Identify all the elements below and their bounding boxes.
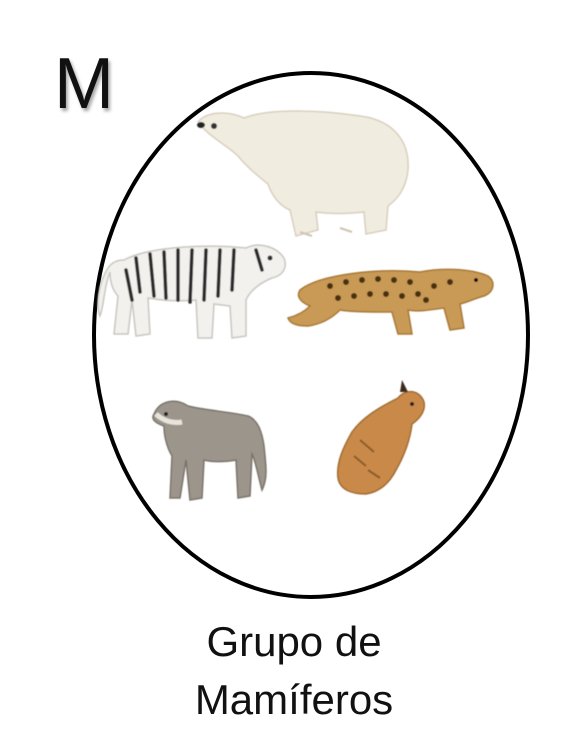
leopard-image — [287, 268, 494, 335]
lynx-image — [336, 380, 426, 495]
polar-bear-image — [197, 110, 409, 237]
set-ellipse — [92, 71, 530, 599]
wolf-image — [152, 400, 267, 501]
white-tiger-image — [97, 244, 286, 339]
caption-line-2: Mamíferos — [194, 676, 394, 723]
caption-line-1: Grupo de — [206, 618, 382, 665]
set-letter: M — [54, 44, 114, 124]
